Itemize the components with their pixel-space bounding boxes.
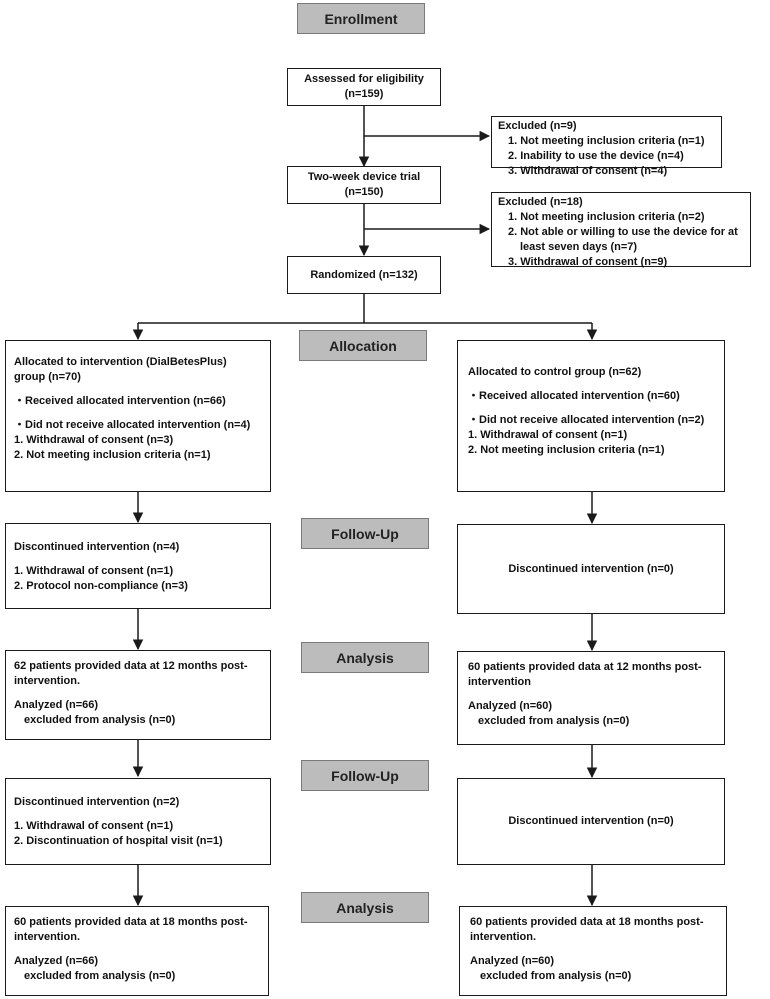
control-analysis-1-box: 60 patients provided data at 12 months p… [457, 651, 725, 745]
stage-follow-up-1-label: Follow-Up [331, 525, 399, 542]
trial-line2: (n=150) [344, 186, 384, 198]
assessed-line1: Assessed for eligibility [304, 73, 424, 85]
intervention-alloc-line2: group (n=70) [14, 371, 81, 383]
intervention-an2-line2: intervention. [14, 931, 81, 943]
excluded-1-title: Excluded (n=9) [498, 120, 577, 132]
excluded-2-item: least seven days (n=7) [520, 241, 638, 253]
stage-analysis-2: Analysis [301, 892, 429, 923]
excluded-box-1: Excluded (n=9) 1. Not meeting inclusion … [491, 116, 722, 177]
stage-analysis-2-label: Analysis [336, 899, 394, 916]
assessed-line2: (n=159) [344, 88, 384, 100]
control-followup-1-box: Discontinued intervention (n=0) [457, 524, 725, 614]
intervention-followup-2-box: Discontinued intervention (n=2) 1. Withd… [5, 778, 271, 865]
intervention-fu2-item: 2. Discontinuation of hospital visit (n=… [14, 835, 223, 847]
control-an1-excluded: excluded from analysis (n=0) [478, 715, 630, 727]
control-followup-2-box: Discontinued intervention (n=0) [457, 778, 725, 865]
intervention-an2-analyzed: Analyzed (n=66) [14, 955, 99, 967]
trial-line1: Two-week device trial [307, 171, 421, 183]
control-an2-excluded: excluded from analysis (n=0) [480, 970, 632, 982]
intervention-followup-1-box: Discontinued intervention (n=4) 1. Withd… [5, 523, 271, 609]
control-alloc-received: ・Received allocated intervention (n=60) [468, 390, 680, 402]
intervention-allocation-box: Allocated to intervention (DialBetesPlus… [5, 340, 271, 492]
randomized-label: Randomized (n=132) [310, 268, 418, 281]
stage-enrollment-label: Enrollment [324, 10, 398, 27]
intervention-fu2-item: 1. Withdrawal of consent (n=1) [14, 820, 174, 832]
intervention-an2-line1: 60 patients provided data at 18 months p… [14, 916, 248, 928]
control-an1-analyzed: Analyzed (n=60) [468, 700, 553, 712]
control-fu2-title: Discontinued intervention (n=0) [508, 815, 674, 827]
excluded-1-item: 1. Not meeting inclusion criteria (n=1) [508, 135, 705, 147]
excluded-2-item: 3. Withdrawal of consent (n=9) [508, 256, 668, 268]
intervention-alloc-received: ・Received allocated intervention (n=66) [14, 395, 226, 407]
control-alloc-item: 1. Withdrawal of consent (n=1) [468, 429, 628, 441]
randomized-box: Randomized (n=132) [287, 256, 441, 294]
control-alloc-item: 2. Not meeting inclusion criteria (n=1) [468, 444, 665, 456]
trial-box: Two-week device trial (n=150) [287, 166, 441, 204]
intervention-analysis-2-box: 60 patients provided data at 18 months p… [5, 906, 269, 996]
stage-allocation-label: Allocation [329, 337, 397, 354]
control-an2-line2: intervention. [470, 931, 537, 943]
excluded-2-title: Excluded (n=18) [498, 196, 583, 208]
control-an2-analyzed: Analyzed (n=60) [470, 955, 555, 967]
control-an1-line1: 60 patients provided data at 12 months p… [468, 661, 702, 673]
control-allocation-box: Allocated to control group (n=62) ・Recei… [457, 340, 725, 492]
intervention-an1-analyzed: Analyzed (n=66) [14, 699, 99, 711]
intervention-an1-line1: 62 patients provided data at 12 months p… [14, 660, 248, 672]
excluded-1-item: 2. Inability to use the device (n=4) [508, 150, 684, 162]
stage-follow-up-1: Follow-Up [301, 518, 429, 549]
control-an1-line2: intervention [468, 676, 531, 688]
intervention-an2-excluded: excluded from analysis (n=0) [24, 970, 176, 982]
excluded-box-2: Excluded (n=18) 1. Not meeting inclusion… [491, 192, 751, 268]
excluded-1-item: 3. Withdrawal of consent (n=4) [508, 165, 668, 177]
intervention-fu1-item: 1. Withdrawal of consent (n=1) [14, 565, 174, 577]
control-analysis-2-box: 60 patients provided data at 18 months p… [459, 906, 727, 996]
intervention-alloc-item: 1. Withdrawal of consent (n=3) [14, 434, 174, 446]
intervention-fu2-title: Discontinued intervention (n=2) [14, 796, 180, 808]
intervention-an1-line2: intervention. [14, 675, 81, 687]
control-alloc-not-received: ・Did not receive allocated intervention … [468, 414, 705, 426]
stage-analysis-1: Analysis [301, 642, 429, 673]
intervention-alloc-not-received: ・Did not receive allocated intervention … [14, 419, 251, 431]
intervention-fu1-title: Discontinued intervention (n=4) [14, 541, 180, 553]
stage-follow-up-2-label: Follow-Up [331, 767, 399, 784]
intervention-an1-excluded: excluded from analysis (n=0) [24, 714, 176, 726]
control-fu1-title: Discontinued intervention (n=0) [508, 562, 674, 575]
intervention-fu1-item: 2. Protocol non-compliance (n=3) [14, 580, 188, 592]
stage-analysis-1-label: Analysis [336, 649, 394, 666]
intervention-alloc-line1: Allocated to intervention (DialBetesPlus… [14, 356, 227, 368]
stage-follow-up-2: Follow-Up [301, 760, 429, 791]
excluded-2-item: 2. Not able or willing to use the device… [508, 226, 738, 238]
intervention-alloc-item: 2. Not meeting inclusion criteria (n=1) [14, 449, 211, 461]
control-alloc-line1: Allocated to control group (n=62) [468, 366, 642, 378]
control-an2-line1: 60 patients provided data at 18 months p… [470, 916, 704, 928]
excluded-2-item: 1. Not meeting inclusion criteria (n=2) [508, 211, 705, 223]
assessed-box: Assessed for eligibility (n=159) [287, 68, 441, 106]
intervention-analysis-1-box: 62 patients provided data at 12 months p… [5, 650, 271, 740]
stage-allocation: Allocation [299, 330, 427, 361]
stage-enrollment: Enrollment [297, 3, 425, 34]
